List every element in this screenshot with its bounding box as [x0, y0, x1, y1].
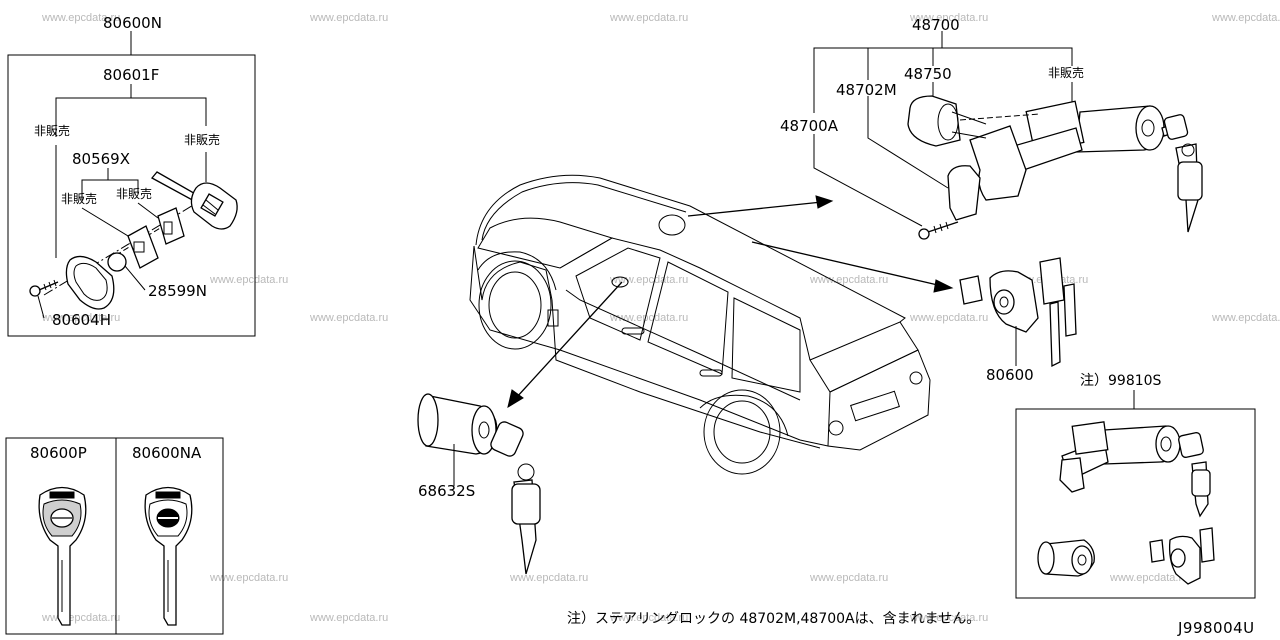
- not-sold-label: 非販売: [1048, 66, 1085, 80]
- watermark: www.epcdata.ru: [610, 274, 689, 286]
- watermark: www.epcdata.ru: [210, 572, 289, 584]
- watermark: www.epcdata.ru: [610, 612, 689, 624]
- watermark: www.epcdata.ru: [810, 572, 889, 584]
- watermark: www.epcdata.ru: [1212, 312, 1280, 324]
- not-sold-label: 非販売: [184, 133, 221, 147]
- part-label-99810s: 注）99810S: [1080, 373, 1162, 389]
- not-sold-label: 非販売: [61, 192, 98, 206]
- steering-lock-48700: [813, 31, 1203, 240]
- part-label-80600n: 80600N: [103, 14, 162, 32]
- trunk-lock-68632s: [417, 393, 541, 575]
- part-label-48702m: 48702M: [836, 81, 897, 99]
- diagram-code: J998004U: [1178, 619, 1255, 637]
- watermark: www.epcdata.ru: [910, 12, 989, 24]
- watermark: www.epcdata.ru: [310, 12, 389, 24]
- part-label-80604h: 80604H: [52, 311, 111, 329]
- part-label-68632s: 68632S: [418, 482, 476, 500]
- watermark: www.epcdata.ru: [610, 312, 689, 324]
- not-sold-label: 非販売: [34, 124, 71, 138]
- part-label-80600p: 80600P: [30, 444, 87, 462]
- watermark: www.epcdata.ru: [310, 612, 389, 624]
- watermark: www.epcdata.ru: [810, 274, 889, 286]
- watermark: www.epcdata.ru: [210, 274, 289, 286]
- blank-keys-box: [5, 437, 224, 635]
- watermark: www.epcdata.ru: [910, 612, 989, 624]
- watermark: www.epcdata.ru: [1212, 12, 1280, 24]
- part-label-80600: 80600: [986, 366, 1034, 384]
- part-label-28599n: 28599N: [148, 282, 207, 300]
- door-lock-80600: [959, 257, 1077, 368]
- part-label-48700: 48700: [912, 16, 960, 34]
- battery-cap-28599n: [107, 252, 146, 291]
- kit-99810s-box: [1015, 390, 1256, 599]
- watermark: www.epcdata.ru: [42, 312, 121, 324]
- transponder-80569x: [127, 207, 185, 269]
- part-label-80600na: 80600NA: [132, 444, 202, 462]
- watermark: www.epcdata.ru: [610, 12, 689, 24]
- remote-key-fob: [150, 171, 238, 230]
- watermark: www.epcdata.ru: [910, 312, 989, 324]
- watermark: www.epcdata.ru: [42, 612, 121, 624]
- footnote: 注）ステアリングロックの 48702M,48700Aは、含まれません。: [567, 611, 981, 627]
- watermark: www.epcdata.ru: [42, 12, 121, 24]
- case-80604h: [29, 255, 115, 319]
- watermark: www.epcdata.ru: [1110, 572, 1189, 584]
- callout-arrows: [507, 195, 954, 409]
- part-label-80601f: 80601F: [103, 66, 160, 84]
- vehicle-illustration: [469, 174, 931, 475]
- part-label-48700a: 48700A: [780, 117, 838, 135]
- part-label-48750: 48750: [904, 65, 952, 83]
- watermark: www.epcdata.ru: [310, 312, 389, 324]
- part-label-80569x: 80569X: [72, 150, 130, 168]
- kit-80600n-box: [7, 31, 256, 337]
- not-sold-label: 非販売: [116, 187, 153, 201]
- watermark: www.epcdata.ru: [510, 572, 589, 584]
